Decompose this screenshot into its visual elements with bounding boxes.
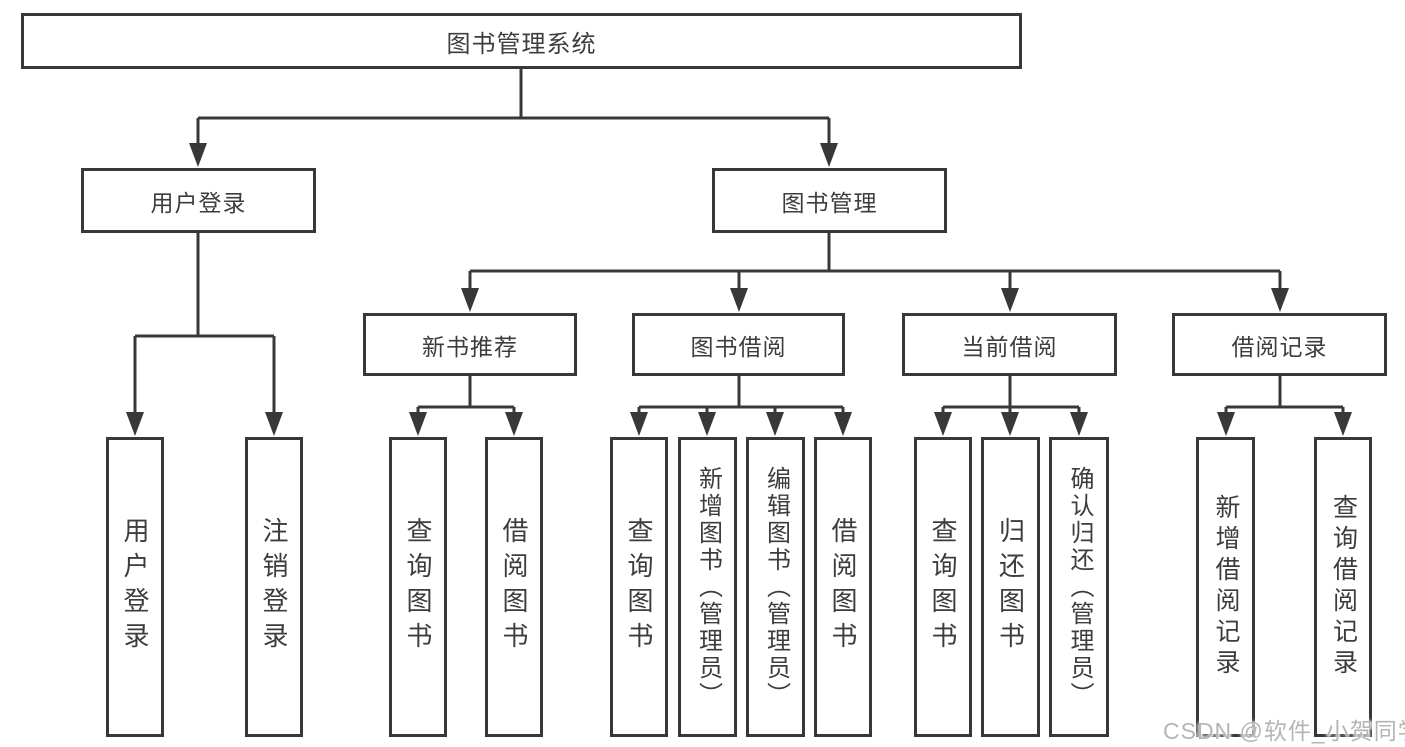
node-book-borrow: 图书借阅	[632, 313, 845, 376]
leaf-label: 查询图书	[403, 517, 433, 657]
leaf-label: 新增图书（管理员）	[694, 465, 722, 709]
leaf-label: 确认归还（管理员）	[1066, 465, 1093, 709]
node-borrow-record: 借阅记录	[1172, 313, 1387, 376]
node-current-borrow: 当前借阅	[902, 313, 1117, 376]
node-label: 借阅记录	[1231, 333, 1328, 360]
leaf-user-login: 用户登录	[106, 437, 164, 737]
csdn-watermark: CSDN @软件_小贺同学	[1163, 718, 1405, 744]
leaf-label: 借阅图书	[499, 517, 529, 657]
node-book-management: 图书管理	[712, 168, 947, 233]
leaf-label: 编辑图书（管理员）	[762, 465, 790, 709]
leaf-borrow-book-new: 借阅图书	[485, 437, 543, 737]
leaf-label: 查询图书	[928, 517, 958, 657]
leaf-query-book-borrow: 查询图书	[610, 437, 668, 737]
leaf-label: 查询图书	[624, 517, 654, 657]
leaf-borrow-book: 借阅图书	[814, 437, 872, 737]
node-user-login: 用户登录	[81, 168, 316, 233]
leaf-logout: 注销登录	[245, 437, 303, 737]
leaf-label: 归还图书	[995, 517, 1026, 657]
node-new-book-recommend: 新书推荐	[363, 313, 577, 376]
leaf-query-book-current: 查询图书	[914, 437, 972, 737]
leaf-add-book-admin: 新增图书（管理员）	[678, 437, 737, 737]
node-root: 图书管理系统	[21, 13, 1022, 69]
leaf-edit-book-admin: 编辑图书（管理员）	[746, 437, 805, 737]
leaf-confirm-return-admin: 确认归还（管理员）	[1049, 437, 1109, 737]
leaf-return-book: 归还图书	[981, 437, 1040, 737]
leaf-label: 借阅图书	[828, 517, 858, 657]
leaf-label: 新增借阅记录	[1212, 494, 1240, 680]
leaf-query-borrow-record: 查询借阅记录	[1314, 437, 1372, 737]
node-label: 图书管理系统	[446, 30, 597, 58]
node-label: 用户登录	[150, 189, 247, 216]
node-label: 当前借阅	[961, 333, 1058, 360]
leaf-label: 注销登录	[259, 517, 289, 657]
leaf-query-book-new: 查询图书	[389, 437, 447, 737]
node-label: 图书管理	[781, 189, 878, 216]
node-label: 新书推荐	[422, 333, 518, 360]
leaf-label: 查询借阅记录	[1329, 494, 1358, 680]
node-label: 图书借阅	[690, 333, 787, 360]
leaf-add-borrow-record: 新增借阅记录	[1196, 437, 1255, 737]
leaf-label: 用户登录	[120, 517, 150, 657]
